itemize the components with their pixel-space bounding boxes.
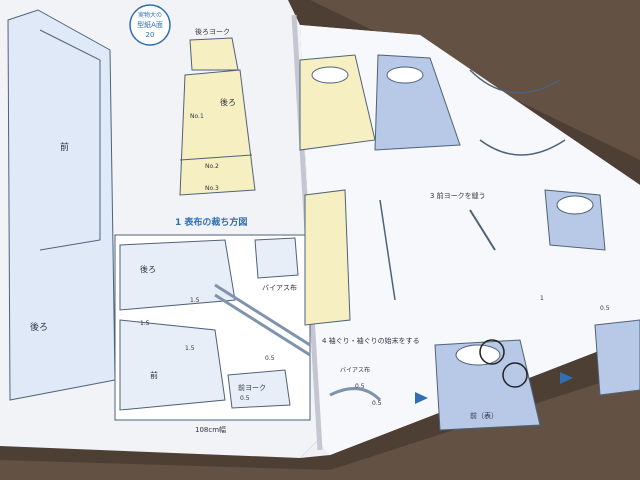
seam-mark-4: 0.5 <box>265 355 275 362</box>
back-yoke-label: 後ろヨーク <box>195 27 230 36</box>
badge-line-2: 型紙A面 <box>137 20 163 29</box>
layout-front-piece <box>119 319 226 411</box>
pattern-badge <box>129 4 171 46</box>
badge-line-3: 20 <box>146 31 155 39</box>
detail-circle-2 <box>502 362 528 388</box>
detail-circle-1 <box>479 339 505 365</box>
layout-back-piece <box>119 239 236 311</box>
left-strip-front-label: 前 <box>60 141 69 153</box>
right-seam-mark-3: 1 <box>540 295 544 302</box>
right-seam-mark-1: 0.5 <box>355 383 365 390</box>
pattern-no-3: No.3 <box>205 185 219 192</box>
layout-front-label: 前 <box>150 370 158 380</box>
side-seam-sketch <box>304 189 351 326</box>
layout-front-yoke <box>227 369 291 409</box>
pattern-no-2: No.2 <box>205 163 219 170</box>
step-arrow-1 <box>415 392 428 404</box>
back-piece-label: 後ろ <box>220 97 236 107</box>
badge-line-1: 実物大の <box>138 11 162 19</box>
bias-strip-label: バイアス布 <box>262 283 297 292</box>
step-yoke-title: 3 前ヨークを縫う <box>430 191 486 200</box>
seam-mark-1: 1.5 <box>190 297 200 304</box>
pattern-no-1: No.1 <box>190 113 204 120</box>
layout-back-yoke <box>254 237 299 279</box>
seam-mark-3: 0.5 <box>240 395 250 402</box>
cutting-layout-title: 1 表布の裁ち方図 <box>175 216 247 228</box>
back-yoke-piece <box>189 37 239 71</box>
right-bias-label: バイアス布 <box>340 366 370 374</box>
left-strip-back-label: 後ろ <box>30 321 48 333</box>
front-label: 前（表） <box>470 411 498 420</box>
neck-detail-sketch <box>469 69 561 94</box>
step-arrow-2 <box>560 372 573 384</box>
fabric-width-label: 108cm幅 <box>195 425 226 434</box>
left-strip-pattern <box>7 9 116 401</box>
layout-back-label: 後ろ <box>140 264 156 274</box>
step-sleeve-title: 4 袖ぐり・袖ぐりの始末をする <box>322 336 420 345</box>
back-piece <box>179 69 256 196</box>
bias-tape-curve <box>329 387 382 402</box>
right-seam-mark-4: 0.5 <box>600 305 610 312</box>
right-seam-mark-2: 0.5 <box>372 400 382 407</box>
seam-mark-2: 1.5 <box>185 345 195 352</box>
layout-front-yoke-label: 前ヨーク <box>238 383 266 392</box>
finished-side-garment <box>594 319 640 396</box>
seam-mark-5: 1.5 <box>140 320 150 327</box>
